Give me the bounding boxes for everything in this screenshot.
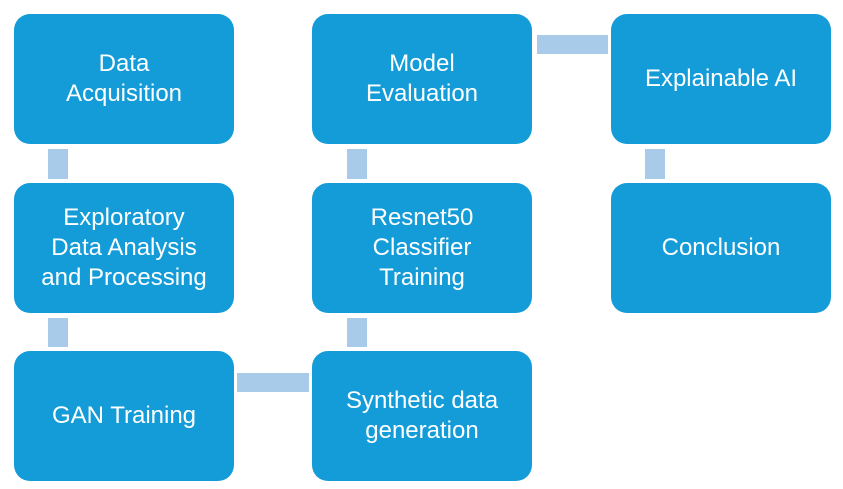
connector-eda-to-gan-training (48, 318, 68, 347)
node-gan-training: GAN Training (14, 351, 234, 481)
node-exploratory-data-analysis: Exploratory Data Analysis and Processing (14, 183, 234, 313)
connector-resnet50-to-model-evaluation (347, 149, 367, 179)
node-model-evaluation: Model Evaluation (312, 14, 532, 144)
node-explainable-ai: Explainable AI (611, 14, 831, 144)
connector-gan-training-to-synthetic-data (237, 373, 309, 392)
connector-model-evaluation-to-explainable-ai (537, 35, 608, 54)
connector-data-acquisition-to-eda (48, 149, 68, 179)
connector-explainable-ai-to-conclusion (645, 149, 665, 179)
connector-synthetic-data-to-resnet50 (347, 318, 367, 347)
node-conclusion: Conclusion (611, 183, 831, 313)
node-data-acquisition: Data Acquisition (14, 14, 234, 144)
node-resnet50-classifier-training: Resnet50 Classifier Training (312, 183, 532, 313)
node-synthetic-data-generation: Synthetic data generation (312, 351, 532, 481)
